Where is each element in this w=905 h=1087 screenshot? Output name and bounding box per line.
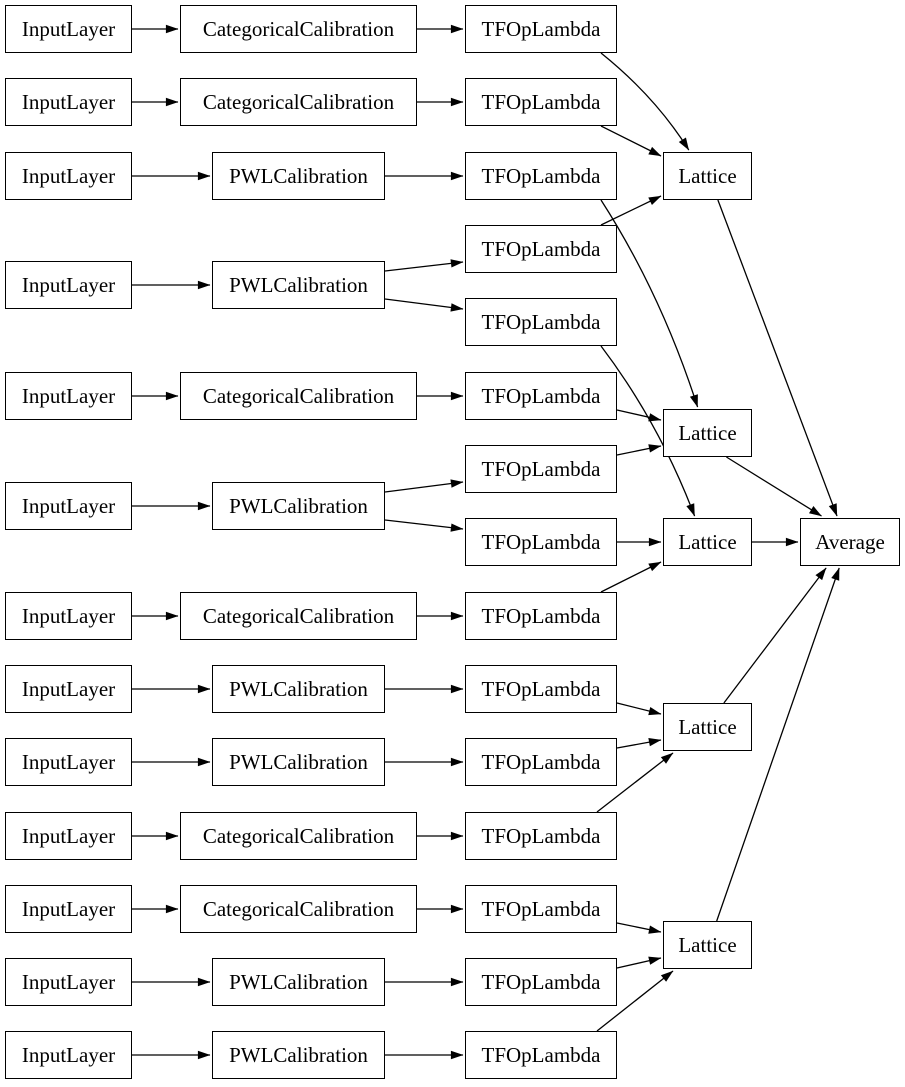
node-in2: InputLayer [5,78,132,126]
node-cat11: CategoricalCalibration [180,885,417,933]
node-cat2: CategoricalCalibration [180,78,417,126]
node-tf5: TFOpLambda [465,298,617,346]
node-pwl3: PWLCalibration [212,152,385,200]
node-in4: InputLayer [5,261,132,309]
node-pwl12: PWLCalibration [212,958,385,1006]
edge-tf15-lat5 [596,970,674,1032]
node-tf15: TFOpLambda [465,1031,617,1079]
node-tf11: TFOpLambda [465,738,617,786]
node-in9: InputLayer [5,738,132,786]
edge-tf9-lat3 [600,561,662,593]
node-tf8: TFOpLambda [465,518,617,566]
edge-tf2-lat1 [600,125,662,157]
node-cat5: CategoricalCalibration [180,372,417,420]
edge-tf1-lat1 [600,52,690,151]
edge-tf12-lat4 [596,752,674,813]
edge-lat5-avg [716,567,840,922]
edge-tf3-lat2 [600,199,699,408]
node-in5: InputLayer [5,372,132,420]
node-in3: InputLayer [5,152,132,200]
node-pwl6: PWLCalibration [212,482,385,530]
node-in12: InputLayer [5,958,132,1006]
edge-pwl4-tf4 [384,259,464,272]
node-in8: InputLayer [5,665,132,713]
node-lat1: Lattice [663,152,752,200]
node-tf7: TFOpLambda [465,445,617,493]
edge-lat1-avg [717,199,838,517]
node-pwl4: PWLCalibration [212,261,385,309]
node-tf6: TFOpLambda [465,372,617,420]
edge-tf13-lat5 [616,922,662,934]
node-tf1: TFOpLambda [465,5,617,53]
node-in1: InputLayer [5,5,132,53]
node-in10: InputLayer [5,812,132,860]
edge-tf4-lat1 [600,195,662,226]
node-tf10: TFOpLambda [465,665,617,713]
node-lat2: Lattice [663,409,752,457]
node-tf3: TFOpLambda [465,152,617,200]
edge-pwl4-tf5 [384,298,464,312]
node-in7: InputLayer [5,592,132,640]
edge-tf14-lat5 [616,956,662,969]
edge-tf11-lat4 [616,738,662,749]
node-cat7: CategoricalCalibration [180,592,417,640]
node-cat10: CategoricalCalibration [180,812,417,860]
node-in11: InputLayer [5,885,132,933]
node-pwl13: PWLCalibration [212,1031,385,1079]
edge-tf6-lat2 [616,409,662,422]
node-cat1: CategoricalCalibration [180,5,417,53]
node-in13: InputLayer [5,1031,132,1079]
node-tf4: TFOpLambda [465,225,617,273]
edge-lat2-avg [726,456,822,517]
node-tf12: TFOpLambda [465,812,617,860]
node-lat4: Lattice [663,703,752,751]
node-lat5: Lattice [663,921,752,969]
node-avg: Average [800,518,900,566]
node-in6: InputLayer [5,482,132,530]
node-tf9: TFOpLambda [465,592,617,640]
edge-tf5-lat3 [600,345,696,517]
node-pwl8: PWLCalibration [212,665,385,713]
edge-lat4-avg [723,567,827,704]
node-tf13: TFOpLambda [465,885,617,933]
edge-tf7-lat2 [616,444,662,456]
node-tf2: TFOpLambda [465,78,617,126]
edge-tf10-lat4 [616,702,662,716]
edge-pwl6-tf7 [384,479,464,493]
node-lat3: Lattice [663,518,752,566]
edge-pwl6-tf8 [384,519,464,532]
node-tf14: TFOpLambda [465,958,617,1006]
node-pwl9: PWLCalibration [212,738,385,786]
